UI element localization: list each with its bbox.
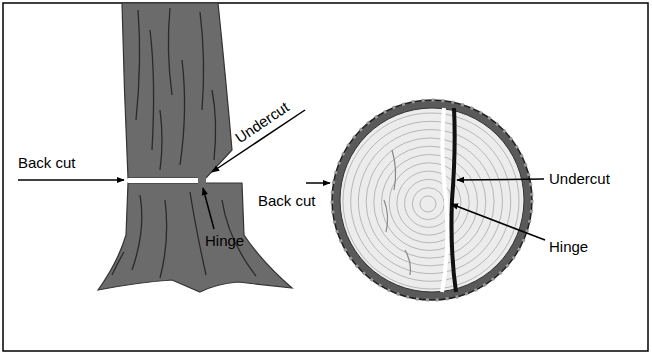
back-cut-line: [442, 108, 447, 292]
part-label: Hinge: [549, 238, 588, 256]
part-label: Back cut: [18, 154, 76, 172]
part-label: Back cut: [258, 192, 316, 210]
part-label: Undercut: [549, 170, 610, 188]
bark-lines: [112, 8, 256, 278]
undercut-line: [452, 108, 457, 292]
leader-arrow: [451, 204, 545, 240]
trunk: [122, 3, 232, 178]
leader-arrows: [18, 110, 545, 240]
growth-ring: [420, 196, 436, 212]
bark-rim: [332, 100, 532, 300]
growth-ring: [366, 138, 494, 266]
growth-ring: [358, 130, 502, 274]
leader-arrow: [203, 188, 214, 229]
growth-rings: [343, 113, 519, 289]
part-label: Hinge: [205, 232, 244, 250]
growth-ring: [389, 163, 469, 243]
growth-ring: [412, 188, 444, 220]
leader-arrow: [457, 179, 544, 180]
checks: [384, 150, 410, 275]
wood-face: [340, 108, 524, 292]
tree-side-view: [98, 3, 292, 292]
leader-arrow: [18, 179, 124, 181]
growth-ring: [374, 146, 486, 258]
bark-texture: [332, 100, 532, 300]
hinge-wood: [198, 177, 206, 184]
growth-ring: [351, 121, 511, 281]
part-label: Undercut: [232, 98, 293, 147]
frame: [3, 3, 648, 351]
back-cut-slit: [128, 178, 198, 183]
stump-top-view: [332, 100, 532, 300]
growth-ring: [343, 113, 519, 289]
leader-arrow: [306, 182, 330, 184]
